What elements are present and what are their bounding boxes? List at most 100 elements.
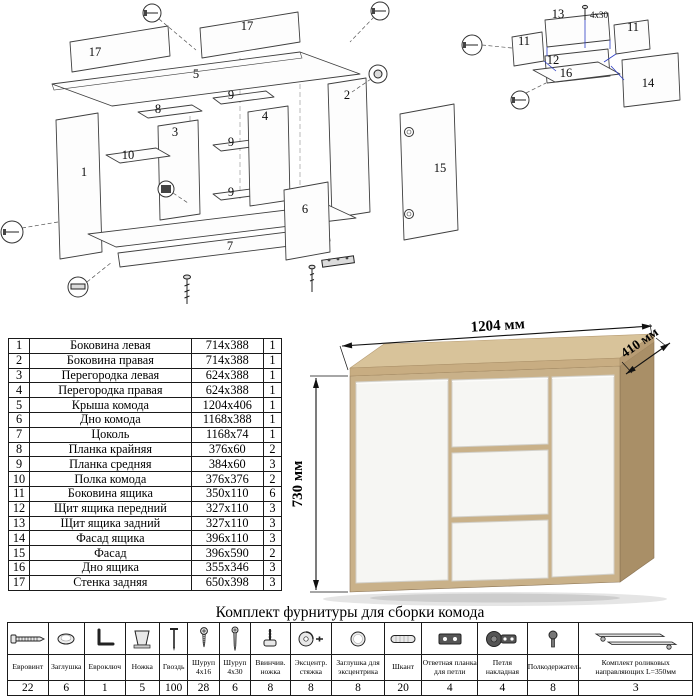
- hardware-item-qty: 4: [421, 680, 479, 696]
- hardware-title: Комплект фурнитуры для сборки комода: [215, 604, 485, 621]
- hardware-callout-circles: [0, 1, 390, 298]
- parts-cell-name: Боковина ящика: [29, 485, 192, 502]
- parts-cell-size: 650x398: [190, 574, 264, 591]
- part-number-callout: 2: [344, 88, 350, 102]
- part-14-drawer-facade: [621, 52, 681, 108]
- part-17-back-panel: [69, 25, 171, 73]
- parts-cell-name: Фасад: [29, 545, 192, 561]
- parts-cell-name: Дно комода: [29, 411, 192, 428]
- screw-icon: [187, 622, 220, 655]
- parts-cell-num: 15: [7, 545, 31, 561]
- part-number-callout: 10: [122, 148, 135, 162]
- parts-cell-name: Дно ящика: [29, 559, 192, 576]
- parts-cell-qty: 1: [262, 338, 283, 354]
- dimension-width: 1204 мм: [339, 316, 653, 371]
- parts-cell-size: 350x110: [190, 485, 264, 502]
- hardware-item-name: Шкант: [383, 654, 423, 681]
- long-screw-icon: [183, 274, 191, 280]
- hinge-cup-icon: [406, 129, 412, 135]
- parts-cell-size: 714x388: [190, 352, 264, 369]
- parts-cell-size: 624x388: [190, 382, 264, 399]
- screw-icon: [582, 4, 588, 10]
- parts-cell-name: Планка средняя: [29, 456, 192, 473]
- hardware-item-name: Гвоздь: [158, 654, 189, 681]
- part-9-plank: [212, 90, 275, 105]
- part-number-callout: 14: [642, 76, 655, 90]
- hinge-cup-icon: [404, 209, 414, 219]
- dresser-drawer-2: [451, 449, 549, 518]
- screw-long-icon: [218, 622, 252, 655]
- screw-icon: [308, 264, 316, 270]
- cam-cap-icon: [331, 622, 385, 655]
- hardware-item-qty: 8: [250, 680, 291, 696]
- parts-cell-qty: 3: [262, 574, 283, 591]
- parts-cell-num: 12: [7, 500, 31, 517]
- parts-cell-name: Стенка задняя: [29, 574, 192, 591]
- part-number-callout: 5: [193, 67, 199, 81]
- hardware-item-name: Шуруп 4x16: [187, 654, 220, 681]
- parts-cell-num: 13: [7, 515, 31, 532]
- mounting-bracket-icon: [321, 255, 355, 268]
- parts-cell-num: 16: [7, 559, 31, 576]
- parts-cell-name: Щит ящика задний: [29, 515, 192, 532]
- hardware-item-name: Петля накладная: [477, 654, 528, 681]
- hardware-item-qty: 8: [526, 680, 580, 696]
- parts-cell-num: 17: [7, 574, 31, 591]
- parts-cell-size: 327x110: [190, 515, 264, 532]
- parts-cell-qty: 2: [262, 441, 283, 458]
- hardware-item-name: Эксцентр. стяжка: [289, 654, 333, 681]
- drawer-slides-icon: [578, 622, 693, 655]
- parts-cell-size: 1168x74: [190, 426, 264, 443]
- width-dimension-label: 1204 мм: [470, 316, 525, 335]
- parts-cell-size: 396x110: [190, 530, 264, 547]
- parts-cell-qty: 3: [262, 530, 283, 547]
- part-15-door: [283, 181, 331, 261]
- hardware-item-name: Ножка: [124, 654, 160, 681]
- leg-icon: [124, 622, 160, 655]
- parts-cell-num: 9: [7, 456, 31, 473]
- dresser-render: 1204 мм 410 мм 730 мм: [290, 316, 671, 606]
- part-5-top-panel: [51, 51, 361, 107]
- dresser-right-side: [619, 341, 655, 583]
- parts-cell-name: Щит ящика передний: [29, 500, 192, 517]
- part-number-callout: 1: [81, 165, 87, 179]
- hardware-item-qty: 28: [187, 680, 220, 696]
- part-10-shelf: [105, 147, 171, 164]
- dowel-icon: [383, 622, 423, 655]
- parts-cell-name: Фасад ящика: [29, 530, 192, 547]
- hardware-item-name: Полкодержатель: [526, 654, 581, 681]
- part-number-callout: 16: [560, 66, 573, 80]
- hardware-item-qty: 1: [84, 680, 126, 696]
- part-2-right-side: [327, 77, 371, 219]
- dresser-top-right-edge: [619, 333, 655, 367]
- part-number-callout: 8: [155, 102, 161, 116]
- hardware-item-qty: 22: [7, 680, 49, 696]
- dresser-drawer-3: [451, 519, 549, 582]
- parts-cell-qty: 1: [262, 367, 283, 384]
- hexkey-icon: [84, 622, 126, 655]
- hardware-item-name: Шуруп 4x30: [218, 654, 252, 681]
- parts-cell-num: 10: [7, 471, 31, 487]
- hardware-icons-row: [7, 622, 693, 655]
- part-number-callout: 17: [89, 45, 102, 59]
- part-number-callout: 12: [547, 53, 560, 67]
- parts-cell-qty: 3: [262, 456, 283, 473]
- part-3-partition: [157, 119, 201, 221]
- part-number-callout: 9: [228, 185, 234, 199]
- hardware-item-qty: 8: [331, 680, 385, 696]
- parts-cell-num: 7: [7, 426, 31, 443]
- plug-icon: [47, 622, 86, 655]
- hardware-item-name: Евровинт: [7, 654, 49, 681]
- hinge-icon: [477, 622, 528, 655]
- parts-cell-size: 376x60: [190, 441, 264, 458]
